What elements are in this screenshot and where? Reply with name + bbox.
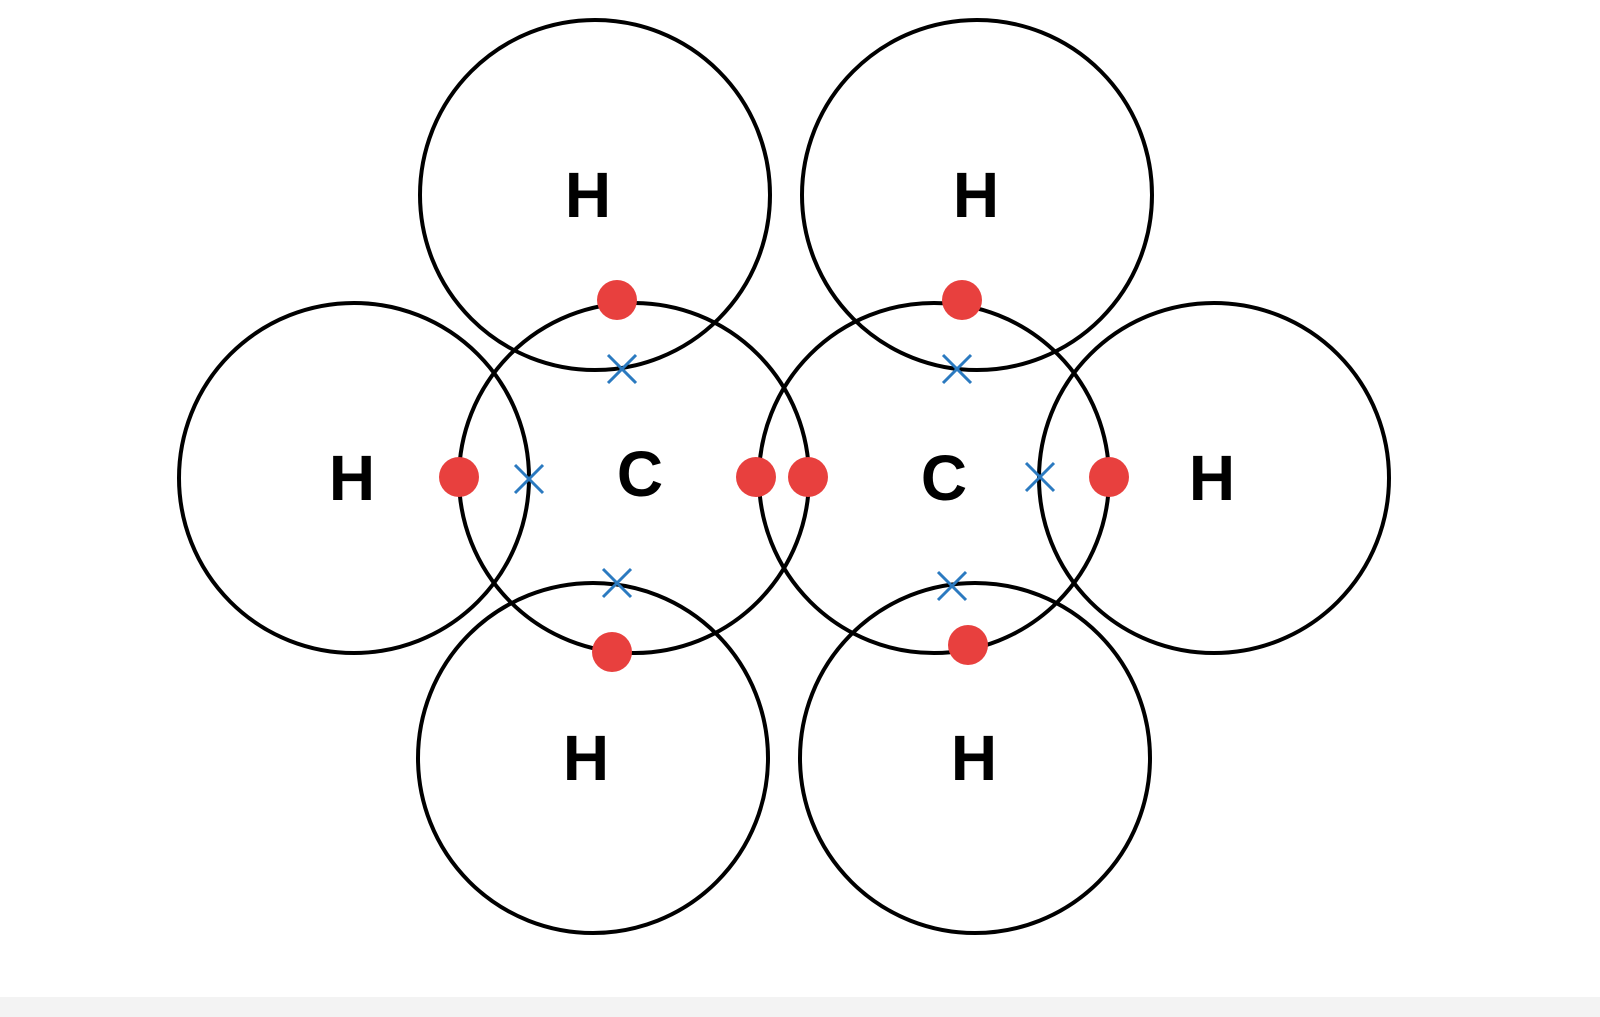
h-bottom-right-label: H — [951, 722, 997, 794]
h-bottom-left-label: H — [563, 722, 609, 794]
h-top-right-label: H — [953, 159, 999, 231]
dot-electron-icon — [592, 632, 632, 672]
dot-electron-icon — [736, 457, 776, 497]
dot-electron-icon — [788, 457, 828, 497]
c-left-label: C — [617, 438, 663, 510]
atom-labels: H H H C C H H H — [329, 159, 1235, 794]
cross-electron-icon — [601, 567, 633, 599]
h-top-right-shell — [800, 18, 1154, 372]
shared-electrons — [439, 280, 1129, 672]
c-right-label: C — [921, 442, 967, 514]
h-bottom-right-shell — [798, 581, 1152, 935]
cross-electron-icon — [513, 463, 545, 495]
cross-electron-icon — [606, 353, 638, 385]
h-top-left-shell — [418, 18, 772, 372]
dot-electron-icon — [1089, 457, 1129, 497]
h-right-label: H — [1189, 442, 1235, 514]
h-left-label: H — [329, 442, 375, 514]
dot-electron-icon — [439, 457, 479, 497]
h-top-left-label: H — [565, 159, 611, 231]
bottom-edge-strip — [0, 997, 1600, 1017]
dot-electron-icon — [948, 625, 988, 665]
cross-electron-icon — [1024, 461, 1056, 493]
dot-electron-icon — [597, 280, 637, 320]
cross-electron-icon — [936, 570, 968, 602]
dot-electron-icon — [942, 280, 982, 320]
h-bottom-left-shell — [416, 581, 770, 935]
cross-electron-icon — [941, 353, 973, 385]
